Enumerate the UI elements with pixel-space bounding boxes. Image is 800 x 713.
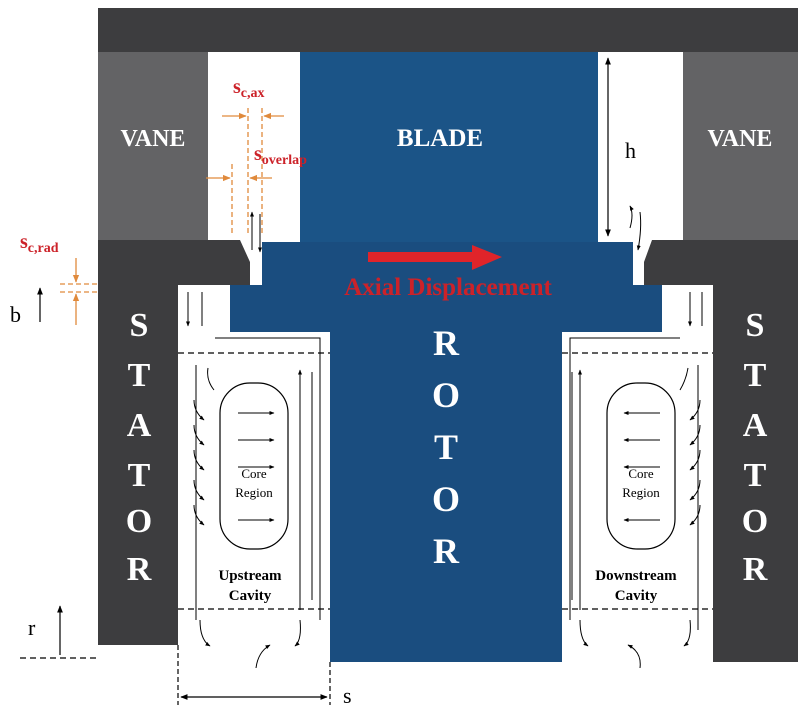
stator-letter: S — [130, 307, 149, 344]
stator-letter: R — [743, 551, 768, 588]
stator-letter: A — [743, 407, 768, 444]
stator-right — [644, 240, 798, 662]
stator-letter: O — [126, 503, 152, 540]
seal-dimensions — [60, 108, 284, 325]
dimension-h-label: h — [625, 138, 636, 163]
stator-left — [98, 240, 250, 645]
stator-letter: T — [744, 357, 767, 394]
s-overlap-sub: overlap — [262, 153, 307, 168]
dimension-r-label: r — [28, 615, 36, 640]
s-c-ax-label: sc,ax — [233, 76, 265, 101]
s-c-rad-sub: c,rad — [28, 241, 59, 256]
vane-right-label: VANE — [708, 126, 773, 152]
stator-letter: T — [128, 357, 151, 394]
dimension-s-label: s — [343, 683, 352, 708]
rotor-letter: O — [432, 479, 460, 519]
rotor-letter: T — [434, 427, 458, 467]
stator-letter: R — [127, 551, 152, 588]
vane-left — [98, 52, 208, 240]
stator-letter: O — [742, 503, 768, 540]
axial-displacement-label: Axial Displacement — [344, 274, 552, 301]
dimension-b-label: b — [10, 302, 21, 327]
stator-letter: T — [128, 457, 151, 494]
s-c-ax-sub: c,ax — [241, 86, 265, 101]
rotor-letter: R — [433, 531, 460, 571]
vane-right — [683, 52, 798, 240]
core-region-right-line1: Core — [628, 466, 654, 481]
upstream-cavity-label-line1: Upstream — [218, 568, 282, 584]
rotor-letter: R — [433, 323, 460, 363]
stator-right-label: S T A T O R — [742, 307, 768, 588]
core-flow-arrows-left — [238, 411, 275, 522]
s-c-ax-main: s — [233, 76, 241, 98]
vane-left-label: VANE — [121, 126, 186, 152]
rotor — [230, 242, 662, 662]
core-region-left — [219, 382, 289, 550]
rotor-label: R O T O R — [432, 323, 460, 571]
blade — [300, 52, 598, 242]
upstream-cavity-label-line2: Cavity — [229, 588, 272, 604]
s-overlap-label: soverlap — [254, 143, 307, 168]
downstream-cavity-label-line2: Cavity — [615, 588, 658, 604]
dimension-s — [177, 645, 331, 705]
core-region-right — [606, 382, 676, 550]
top-casing — [98, 8, 798, 52]
stator-left-label: S T A T O R — [126, 307, 152, 588]
blade-label: BLADE — [397, 125, 483, 152]
s-c-rad-main: s — [20, 231, 28, 253]
stator-letter: A — [127, 407, 152, 444]
core-region-left-line2: Region — [235, 485, 273, 500]
core-region-right-line2: Region — [622, 485, 660, 500]
seal-gap-flow — [250, 205, 642, 253]
s-overlap-main: s — [254, 143, 262, 165]
flow-lines-upstream — [186, 292, 321, 669]
flow-lines-downstream — [569, 292, 703, 669]
core-flow-arrows-right — [623, 411, 660, 522]
axial-displacement-arrow — [368, 245, 502, 270]
core-region-left-line1: Core — [241, 466, 267, 481]
downstream-cavity-label-line1: Downstream — [595, 568, 677, 584]
rotor-letter: O — [432, 375, 460, 415]
stator-letter: T — [744, 457, 767, 494]
s-c-rad-label: sc,rad — [20, 231, 59, 256]
cavity-boundary-lines — [178, 352, 713, 610]
stator-letter: S — [746, 307, 765, 344]
